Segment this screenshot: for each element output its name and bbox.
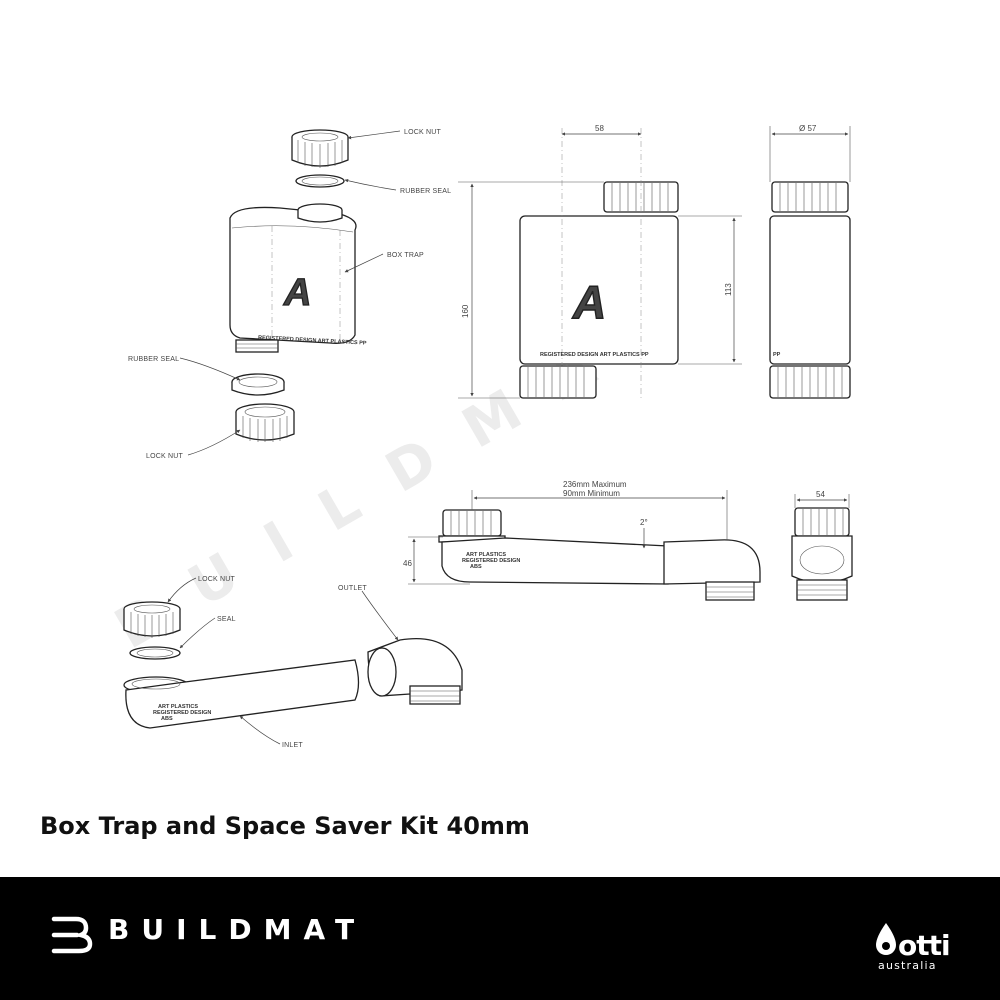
ss-marking-2: REGISTERED DESIGN — [153, 710, 211, 716]
dim-width-58: 58 — [595, 124, 604, 133]
space-saver-side-view: ART PLASTICS REGISTERED DESIGN ABS 236mm… — [403, 480, 761, 601]
box-trap-body: A REGISTERED DESIGN ART PLASTICS PP — [229, 203, 367, 353]
space-saver-marking-2: REGISTERED DESIGN — [462, 558, 520, 564]
ss-seal — [129, 646, 181, 660]
ss-marking-3: ABS — [161, 716, 173, 722]
dim-min-length: 90mm Minimum — [563, 489, 620, 498]
partner-sub: australia — [878, 959, 937, 971]
space-saver-end-view: 54 — [791, 490, 853, 601]
dim-angle-2: 2° — [640, 518, 648, 527]
product-title: Box Trap and Space Saver Kit 40mm — [40, 812, 530, 840]
dim-diameter-57: Ø 57 — [799, 124, 817, 133]
dim-height-113: 113 — [724, 283, 733, 296]
front-nut-bottom — [519, 365, 597, 399]
rubber-seal-top — [295, 174, 345, 188]
label-lock-nut-bottom: LOCK NUT — [146, 453, 184, 460]
ss-marking-1: ART PLASTICS — [158, 704, 198, 710]
ss-inlet: ART PLASTICS REGISTERED DESIGN ABS — [123, 659, 360, 729]
dim-max-length: 236mm Maximum — [563, 480, 627, 489]
rubber-seal-bottom — [231, 373, 285, 396]
svg-text:A: A — [283, 272, 311, 314]
footer-bar: BUILDMAT otti australia — [0, 877, 1000, 1000]
ss-lock-nut — [123, 601, 181, 638]
side-view: PP Ø 57 — [769, 124, 851, 399]
space-saver-exploded: ART PLASTICS REGISTERED DESIGN ABS LOCK … — [123, 576, 463, 749]
dim-height-160: 160 — [461, 304, 470, 318]
svg-text:A: A — [572, 276, 606, 328]
label-ss-seal: SEAL — [217, 616, 236, 623]
space-saver-marking-1: ART PLASTICS — [466, 552, 506, 558]
lock-nut-top — [291, 129, 349, 168]
partner-name: otti — [898, 929, 950, 962]
label-lock-nut-top: LOCK NUT — [404, 129, 442, 136]
label-ss-inlet: INLET — [282, 742, 303, 749]
dim-height-46: 46 — [403, 559, 412, 568]
exploded-box-trap: A REGISTERED DESIGN ART PLASTICS PP — [128, 129, 451, 460]
box-trap-marking: REGISTERED DESIGN ART PLASTICS PP — [258, 335, 367, 347]
label-ss-outlet: OUTLET — [338, 585, 367, 592]
front-view: A REGISTERED DESIGN ART PLASTICS PP 58 1… — [458, 124, 742, 399]
dim-width-54: 54 — [816, 490, 825, 499]
side-marking: PP — [773, 352, 781, 358]
technical-drawing: BUILDMAT A REG — [105, 124, 853, 749]
ss-outlet — [367, 637, 463, 705]
lock-nut-bottom — [235, 403, 295, 442]
label-box-trap: BOX TRAP — [387, 252, 424, 259]
label-rubber-seal-bottom: RUBBER SEAL — [128, 356, 179, 363]
brand-name: BUILDMAT — [108, 913, 367, 946]
front-marking: REGISTERED DESIGN ART PLASTICS PP — [540, 352, 649, 358]
label-rubber-seal-top: RUBBER SEAL — [400, 188, 451, 195]
buildmat-logo-icon — [51, 916, 93, 954]
otti-australia-logo: otti australia — [876, 923, 951, 971]
space-saver-marking-3: ABS — [470, 564, 482, 570]
front-body — [519, 215, 679, 365]
label-ss-lock-nut: LOCK NUT — [198, 576, 236, 583]
